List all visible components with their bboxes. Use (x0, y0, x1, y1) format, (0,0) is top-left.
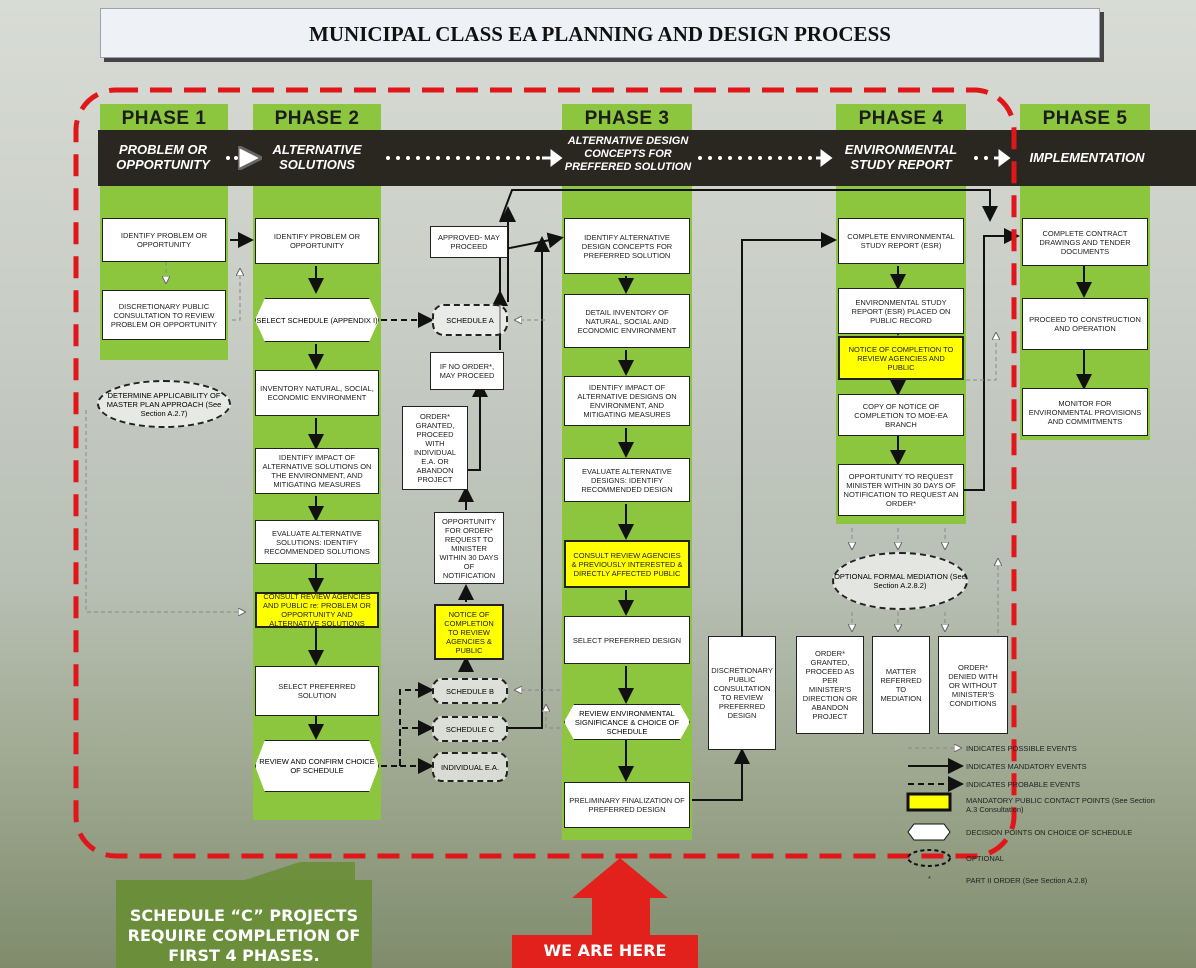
phase-1-subtitle: PROBLEM OR OPPORTUNITY (116, 142, 210, 172)
callout-we-are-here: WE ARE HERE (512, 935, 698, 968)
p3-preliminary-box: PRELIMINARY FINALIZATION OF PREFERRED DE… (564, 782, 690, 828)
notice-schedule-b-box: NOTICE OF COMPLETION TO REVIEW AGENCIES … (434, 604, 504, 660)
schedule-b-oval: SCHEDULE B (432, 678, 508, 704)
phase-2-subtitle: ALTERNATIVE SOLUTIONS (272, 142, 362, 172)
callout-schedule-c: SCHEDULE “C” PROJECTS REQUIRE COMPLETION… (116, 880, 372, 968)
legend-optional: OPTIONAL (966, 854, 1004, 863)
phase-5-label: PHASE 5 (1042, 108, 1128, 129)
scope-highlight-frame (73, 87, 1017, 859)
phase-4-subtitle: ENVIRONMENTAL STUDY REPORT (844, 142, 958, 172)
legend-public-contact: MANDATORY PUBLIC CONTACT POINTS (See Sec… (966, 796, 1155, 814)
p2-review-confirm-hex: REVIEW AND CONFIRM CHOICE OF SCHEDULE (255, 740, 379, 792)
p2-impact-box: IDENTIFY IMPACT OF ALTERNATIVE SOLUTIONS… (255, 448, 379, 494)
p3-identify-box: IDENTIFY ALTERNATIVE DESIGN CONCEPTS FOR… (564, 218, 690, 274)
callout-left-pointer (245, 862, 355, 880)
order-direction-box: ORDER* GRANTED, PROCEED AS PER MINISTER'… (796, 636, 864, 734)
p3-impact-box: IDENTIFY IMPACT OF ALTERNATIVE DESIGNS O… (564, 376, 690, 426)
approved-box: APPROVED- MAY PROCEED (430, 226, 508, 258)
p3-review-hex: REVIEW ENVIRONMENTAL SIGNIFICANCE & CHOI… (564, 704, 690, 740)
phase-2-label: PHASE 2 (274, 108, 360, 129)
schedule-a-oval: SCHEDULE A (432, 304, 508, 336)
p3-detail-inventory-box: DETAIL INVENTORY OF NATURAL, SOCIAL AND … (564, 294, 690, 348)
legend-decision: DECISION POINTS ON CHOICE OF SCHEDULE (966, 828, 1133, 837)
p2-select-schedule-hex: SELECT SCHEDULE (APPENDIX I) (255, 298, 379, 342)
p5-construction-box: PROCEED TO CONSTRUCTION AND OPERATION (1022, 298, 1148, 350)
phase-4-label: PHASE 4 (858, 108, 944, 129)
individual-ea-oval: INDIVIDUAL E.A. (432, 752, 508, 782)
p4-esr-public-box: ENVIRONMENTAL STUDY REPORT (ESR) PLACED … (838, 288, 964, 334)
legend-possible: INDICATES POSSIBLE EVENTS (966, 744, 1077, 753)
p4-opportunity-box: OPPORTUNITY TO REQUEST MINISTER WITHIN 3… (838, 464, 964, 516)
p2-identify-box: IDENTIFY PROBLEM OR OPPORTUNITY (255, 218, 379, 264)
p3-evaluate-box: EVALUATE ALTERNATIVE DESIGNS: IDENTIFY R… (564, 458, 690, 502)
legend-star: * (928, 874, 931, 883)
phase-5-subtitle: IMPLEMENTATION (1029, 150, 1145, 165)
p3-select-preferred-box: SELECT PREFERRED DESIGN (564, 616, 690, 664)
if-no-order-box: IF NO ORDER*, MAY PROCEED (430, 352, 504, 390)
p1-discretionary-box: DISCRETIONARY PUBLIC CONSULTATION TO REV… (102, 290, 226, 340)
order-granted-box: ORDER* GRANTED, PROCEED WITH INDIVIDUAL … (402, 406, 468, 490)
order-denied-box: ORDER* DENIED WITH OR WITHOUT MINISTER'S… (938, 636, 1008, 734)
p2-inventory-box: INVENTORY NATURAL, SOCIAL, ECONOMIC ENVI… (255, 370, 379, 416)
phase-3-label: PHASE 3 (584, 108, 670, 129)
legend-probable: INDICATES PROBABLE EVENTS (966, 780, 1081, 789)
discretionary-design-box: DISCRETIONARY PUBLIC CONSULTATION TO REV… (708, 636, 776, 750)
p3-consult-box: CONSULT REVIEW AGENCIES & PREVIOUSLY INT… (564, 540, 690, 588)
p4-copy-notice-box: COPY OF NOTICE OF COMPLETION TO MOE-EA B… (838, 394, 964, 436)
p2-select-preferred-box: SELECT PREFERRED SOLUTION (255, 666, 379, 716)
p1-identify-box: IDENTIFY PROBLEM OR OPPORTUNITY (102, 218, 226, 262)
p4-notice-box: NOTICE OF COMPLETION TO REVIEW AGENCIES … (838, 336, 964, 380)
phase-1-label: PHASE 1 (121, 108, 207, 129)
opportunity-box: OPPORTUNITY FOR ORDER* REQUEST TO MINIST… (434, 512, 504, 584)
callout-right-arrow (572, 858, 668, 935)
p5-monitor-box: MONITOR FOR ENVIRONMENTAL PROVISIONS AND… (1022, 388, 1148, 436)
phase-3-subtitle: ALTERNATIVE DESIGN CONCEPTS FOR PREFFERE… (564, 135, 692, 173)
page-title: MUNICIPAL CLASS EA PLANNING AND DESIGN P… (100, 8, 1100, 58)
schedule-c-oval: SCHEDULE C (432, 716, 508, 742)
matter-mediation-box: MATTER REFERRED TO MEDIATION (872, 636, 930, 734)
p1-master-plan-oval: DETERMINE APPLICABILITY OF MASTER PLAN A… (97, 380, 231, 428)
legend-mandatory: INDICATES MANDATORY EVENTS (966, 762, 1087, 771)
p5-contract-box: COMPLETE CONTRACT DRAWINGS AND TENDER DO… (1022, 218, 1148, 266)
mediation-oval: OPTIONAL FORMAL MEDIATION (See Section A… (832, 552, 968, 610)
p2-consult-box: CONSULT REVIEW AGENCIES AND PUBLIC re: P… (255, 592, 379, 628)
p2-evaluate-box: EVALUATE ALTERNATIVE SOLUTIONS: IDENTIFY… (255, 520, 379, 564)
legend-part-ii-order: PART II ORDER (See Section A.2.8) (966, 876, 1088, 885)
p4-complete-esr-box: COMPLETE ENVIRONMENTAL STUDY REPORT (ESR… (838, 218, 964, 264)
